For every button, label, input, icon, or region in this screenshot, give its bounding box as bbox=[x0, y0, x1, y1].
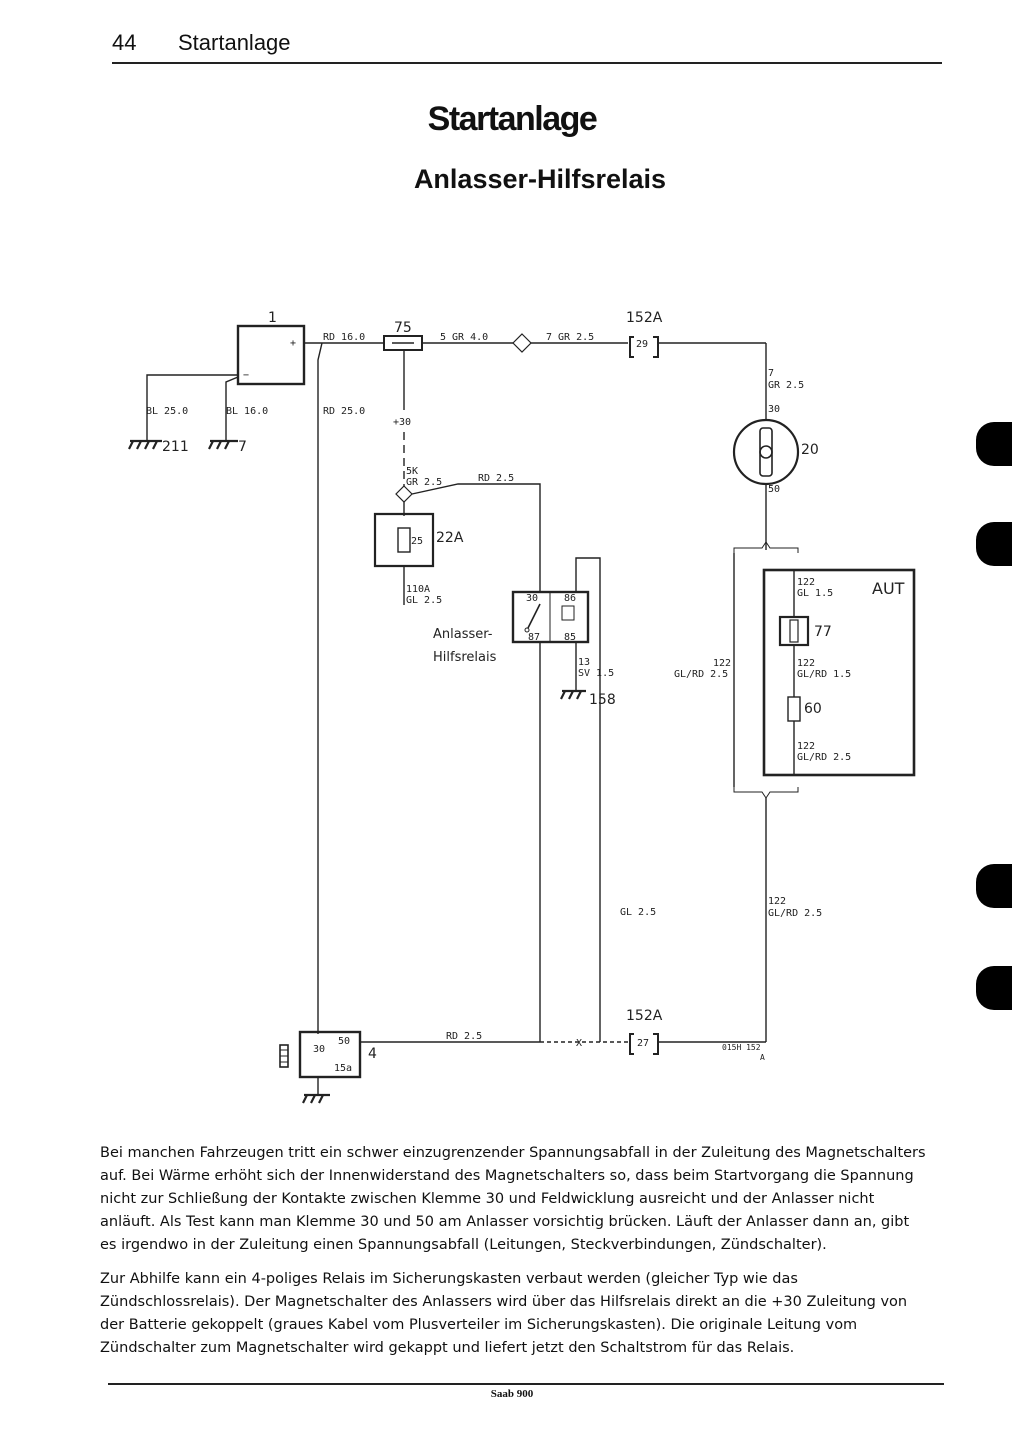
paragraph-2: Zur Abhilfe kann ein 4-poliges Relais im… bbox=[100, 1271, 908, 1356]
starter-pin-15a: 15a bbox=[334, 1063, 352, 1074]
wire-110a: 110A bbox=[406, 584, 430, 595]
aux-relay-pin-87: 87 bbox=[528, 632, 540, 643]
wire-glrd15: GL/RD 1.5 bbox=[797, 669, 851, 680]
label-ignition-switch: 20 bbox=[801, 442, 819, 458]
wire-122-a: 122 bbox=[797, 577, 815, 588]
wire-gr25-7: 7 GR 2.5 bbox=[546, 332, 594, 343]
splice-diamond-top bbox=[512, 333, 532, 353]
wire-glrd25-left: GL/RD 2.5 bbox=[674, 669, 728, 680]
label-component-1: 1 bbox=[268, 310, 277, 326]
label-ref-code-sub: A bbox=[760, 1053, 765, 1062]
wire-gl25-a: GL 2.5 bbox=[406, 595, 442, 606]
ground-symbol-7 bbox=[208, 439, 238, 450]
label-pin-50: 50 bbox=[768, 484, 780, 495]
starter-pin-30: 30 bbox=[313, 1044, 325, 1055]
ignition-switch bbox=[732, 418, 800, 486]
component-60 bbox=[787, 696, 801, 722]
page-number: 44 bbox=[112, 30, 137, 55]
label-comp-60: 60 bbox=[804, 701, 822, 717]
label-ref-code: 015H 152 bbox=[722, 1043, 761, 1052]
footer: Saab 900 bbox=[490, 1388, 534, 1400]
ground-symbol-158 bbox=[560, 689, 586, 700]
wire-13: 13 bbox=[578, 657, 590, 668]
wire-gl25-b: GL 2.5 bbox=[620, 907, 656, 918]
wire-7: 7 bbox=[768, 368, 774, 379]
connector-152a-top bbox=[629, 336, 659, 358]
starter-pin-50: 50 bbox=[338, 1036, 350, 1047]
cut-mark: X bbox=[576, 1038, 582, 1049]
wire-rd25-upper: RD 2.5 bbox=[478, 473, 514, 484]
label-fuse-75: 75 bbox=[394, 320, 412, 336]
wire-rd25-main: RD 25.0 bbox=[323, 406, 365, 417]
aut-box bbox=[762, 568, 916, 777]
paragraph-1: Bei manchen Fahrzeugen tritt ein schwer … bbox=[100, 1145, 926, 1253]
wire-gr25: GR 2.5 bbox=[406, 477, 442, 488]
wire-bl16: BL 16.0 bbox=[226, 406, 268, 417]
label-152a-bottom-pin: 27 bbox=[637, 1038, 649, 1049]
wire-122-left: 122 bbox=[713, 658, 731, 669]
aux-relay-pin-85: 85 bbox=[564, 632, 576, 643]
wire-122-b: 122 bbox=[797, 658, 815, 669]
label-22a-pin: 25 bbox=[411, 536, 423, 547]
wire-glrd25-d: GL/RD 2.5 bbox=[768, 908, 822, 919]
wire-gr25-b: GR 2.5 bbox=[768, 380, 804, 391]
relay-22a bbox=[373, 512, 435, 568]
wire-bl25: BL 25.0 bbox=[146, 406, 188, 417]
page-subtitle: Anlasser-Hilfsrelais bbox=[413, 164, 667, 194]
wire-5k: 5K bbox=[406, 466, 418, 477]
label-comp-77: 77 bbox=[814, 624, 832, 640]
battery-box bbox=[236, 324, 306, 386]
aux-relay-pin-86: 86 bbox=[564, 593, 576, 604]
label-pin-30: 30 bbox=[768, 404, 780, 415]
component-77 bbox=[778, 615, 810, 647]
label-ground-158: 158 bbox=[589, 692, 616, 708]
starter-motor bbox=[298, 1030, 362, 1079]
aux-relay-label-1: Anlasser- bbox=[433, 627, 493, 642]
label-plus: + bbox=[290, 338, 296, 349]
wire-122-d: 122 bbox=[768, 896, 786, 907]
page-header: 44 Startanlage bbox=[112, 28, 942, 64]
ground-symbol-211 bbox=[128, 439, 162, 450]
register-tab-4 bbox=[976, 966, 1012, 1010]
label-relay-22a: 22A bbox=[436, 530, 464, 546]
body-text: Bei manchen Fahrzeugen tritt ein schwer … bbox=[100, 1142, 930, 1371]
wire-122-c: 122 bbox=[797, 741, 815, 752]
label-ground-7: 7 bbox=[238, 439, 247, 455]
wire-plus30: +30 bbox=[393, 417, 411, 428]
label-152a-top: 152A bbox=[626, 310, 663, 326]
section-title: Startanlage bbox=[178, 30, 291, 55]
wire-gr40: 5 GR 4.0 bbox=[440, 332, 488, 343]
wire-glrd25-c: GL/RD 2.5 bbox=[797, 752, 851, 763]
label-ground-211: 211 bbox=[162, 439, 189, 455]
footer-divider bbox=[108, 1383, 944, 1385]
label-minus: − bbox=[243, 370, 249, 381]
label-152a-bottom: 152A bbox=[626, 1008, 663, 1024]
page-title: Startanlage bbox=[427, 100, 598, 138]
wire-gl15: GL 1.5 bbox=[797, 588, 833, 599]
wire-sv15: SV 1.5 bbox=[578, 668, 614, 679]
aux-relay-pin-30: 30 bbox=[526, 593, 538, 604]
label-aut: AUT bbox=[872, 579, 905, 598]
ground-symbol-starter bbox=[302, 1093, 330, 1104]
wire-rd16: RD 16.0 bbox=[323, 332, 365, 343]
splice-diamond-mid bbox=[395, 485, 413, 503]
register-tab-3 bbox=[976, 864, 1012, 908]
register-tab-1 bbox=[976, 422, 1012, 466]
connector-152a-bottom bbox=[629, 1033, 659, 1055]
wiring-diagram: 1 + − RD 16.0 75 5 GR 4.0 7 GR 2.5 152A … bbox=[128, 310, 916, 1104]
label-152a-top-pin: 29 bbox=[636, 339, 648, 350]
label-starter: 4 bbox=[368, 1046, 377, 1062]
aux-relay-label-2: Hilfsrelais bbox=[433, 650, 497, 665]
wire-rd25-lower: RD 2.5 bbox=[446, 1031, 482, 1042]
register-tab-2 bbox=[976, 522, 1012, 566]
